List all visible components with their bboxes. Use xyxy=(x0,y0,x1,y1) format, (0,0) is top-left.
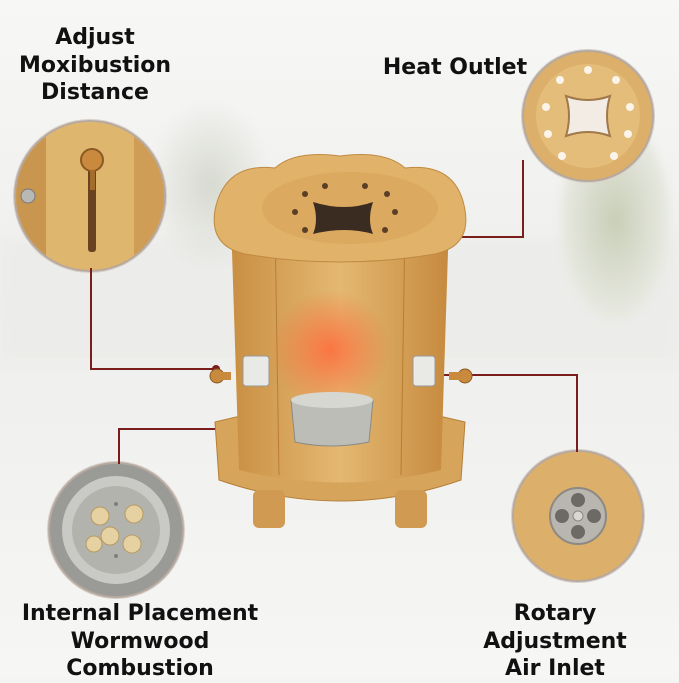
heat-outlet-lid-icon xyxy=(524,52,652,180)
leader-line-slider-v xyxy=(90,268,92,370)
label-internal-line-1: Internal Placement xyxy=(21,601,259,626)
label-internal-placement: Internal Placement Wormwood Combustion xyxy=(0,600,280,683)
callout-heat-outlet xyxy=(522,50,654,182)
leader-line-inlet-v xyxy=(576,374,578,452)
label-rotary-line-2: Air Inlet xyxy=(505,656,605,681)
label-adjust-line-3: Distance xyxy=(41,80,149,105)
combustion-bowl-icon xyxy=(50,464,182,596)
leader-line-slider-h xyxy=(90,368,216,370)
label-adjust-line-2: Moxibustion xyxy=(18,52,172,78)
moxibustion-box-illustration xyxy=(209,154,473,528)
leader-line-bowl-h xyxy=(118,428,298,430)
label-heat-outlet: Heat Outlet xyxy=(382,55,528,80)
label-rotary-line-1: Rotary Adjustment xyxy=(483,601,627,654)
label-adjust-moxibustion-distance: Adjust Moxibustion Distance xyxy=(10,24,180,107)
label-rotary-adjustment: Rotary Adjustment Air Inlet xyxy=(440,600,670,683)
callout-air-inlet xyxy=(512,450,644,582)
leader-line-inlet-h xyxy=(430,374,578,376)
label-internal-line-2: Wormwood Combustion xyxy=(66,628,214,682)
wood-slider-icon xyxy=(16,122,164,270)
air-inlet-vent-icon xyxy=(514,452,642,580)
callout-slider xyxy=(14,120,166,272)
leader-line-bowl-v xyxy=(118,428,120,464)
leader-line-heat-v xyxy=(522,160,524,238)
label-adjust-line-1: Adjust xyxy=(55,25,135,50)
callout-combustion-bowl xyxy=(48,462,184,598)
